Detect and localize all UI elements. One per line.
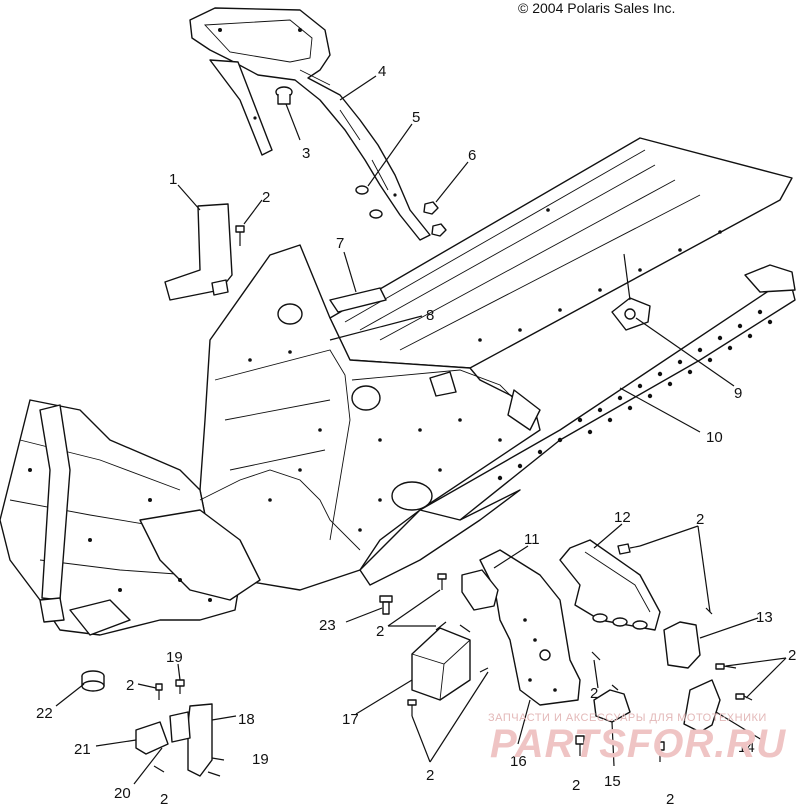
nut-6	[423, 201, 447, 237]
callout-4: 4	[378, 63, 386, 80]
callout-16: 16	[510, 753, 527, 770]
callout-2: 2	[126, 677, 134, 694]
callout-5: 5	[412, 109, 420, 126]
cover-17	[411, 627, 471, 701]
bracket-16	[479, 549, 581, 706]
plate-1	[164, 203, 233, 301]
screw-2-upper-right	[617, 543, 713, 615]
screw-2-lower	[575, 651, 665, 762]
bolt-5	[355, 185, 383, 219]
callout-21: 21	[74, 741, 91, 758]
bolt-23	[379, 595, 393, 615]
callout-2: 2	[262, 189, 270, 206]
callout-11: 11	[524, 531, 540, 548]
callout-12: 12	[614, 509, 631, 526]
callout-20: 20	[114, 785, 131, 802]
callout-2: 2	[666, 791, 674, 808]
bracket-13	[663, 621, 701, 669]
callout-2: 2	[376, 623, 384, 640]
callout-3: 3	[302, 145, 310, 162]
steering-post	[189, 7, 431, 241]
callout-2: 2	[590, 685, 598, 702]
plate-21	[135, 721, 169, 755]
screw-2-right	[715, 663, 753, 701]
watermark-logo: PARTSFOR.RU	[490, 722, 787, 766]
callout-2: 2	[426, 767, 434, 784]
callout-labels: 1 2 3 4 5 6 7 8 9 10 11 12 2 13 2 23 2 1…	[36, 63, 796, 808]
callout-19: 19	[166, 649, 183, 666]
callout-13: 13	[756, 609, 773, 626]
tunnel-assembly	[199, 137, 796, 591]
front-bulkhead	[0, 399, 361, 636]
screw-2-17	[407, 667, 489, 716]
callout-2: 2	[696, 511, 704, 528]
bumper-12	[559, 539, 661, 631]
callout-15: 15	[604, 773, 621, 790]
callout-19: 19	[252, 751, 269, 768]
callout-10: 10	[706, 429, 723, 446]
callout-2: 2	[788, 647, 796, 664]
callout-14: 14	[738, 739, 755, 756]
callout-8: 8	[426, 307, 434, 324]
callout-7: 7	[336, 235, 344, 252]
screw-2-top	[235, 225, 245, 246]
copyright-notice: © 2004 Polaris Sales Inc.	[518, 0, 676, 16]
callout-18: 18	[238, 711, 255, 728]
screw-2-left	[435, 573, 471, 633]
callout-2: 2	[572, 777, 580, 794]
callout-2: 2	[160, 791, 168, 808]
grommet-22	[81, 670, 105, 692]
watermark-tagline: ЗАПЧАСТИ И АКСЕССУАРЫ ДЛЯ МОТОТЕХНИКИ	[488, 712, 767, 724]
panel-rivets	[248, 208, 722, 532]
bracket-14	[683, 679, 721, 733]
bolt-3	[275, 86, 293, 105]
bracket-15	[593, 689, 631, 723]
callout-17: 17	[342, 711, 359, 728]
leader-lines	[55, 75, 787, 785]
callout-9: 9	[734, 385, 742, 402]
callout-1: 1	[169, 171, 177, 188]
bracket-18	[169, 703, 213, 777]
callout-22: 22	[36, 705, 53, 722]
clip-11	[461, 569, 499, 611]
callout-6: 6	[468, 147, 476, 164]
footrest-holes	[497, 309, 773, 481]
callout-23: 23	[319, 617, 336, 634]
